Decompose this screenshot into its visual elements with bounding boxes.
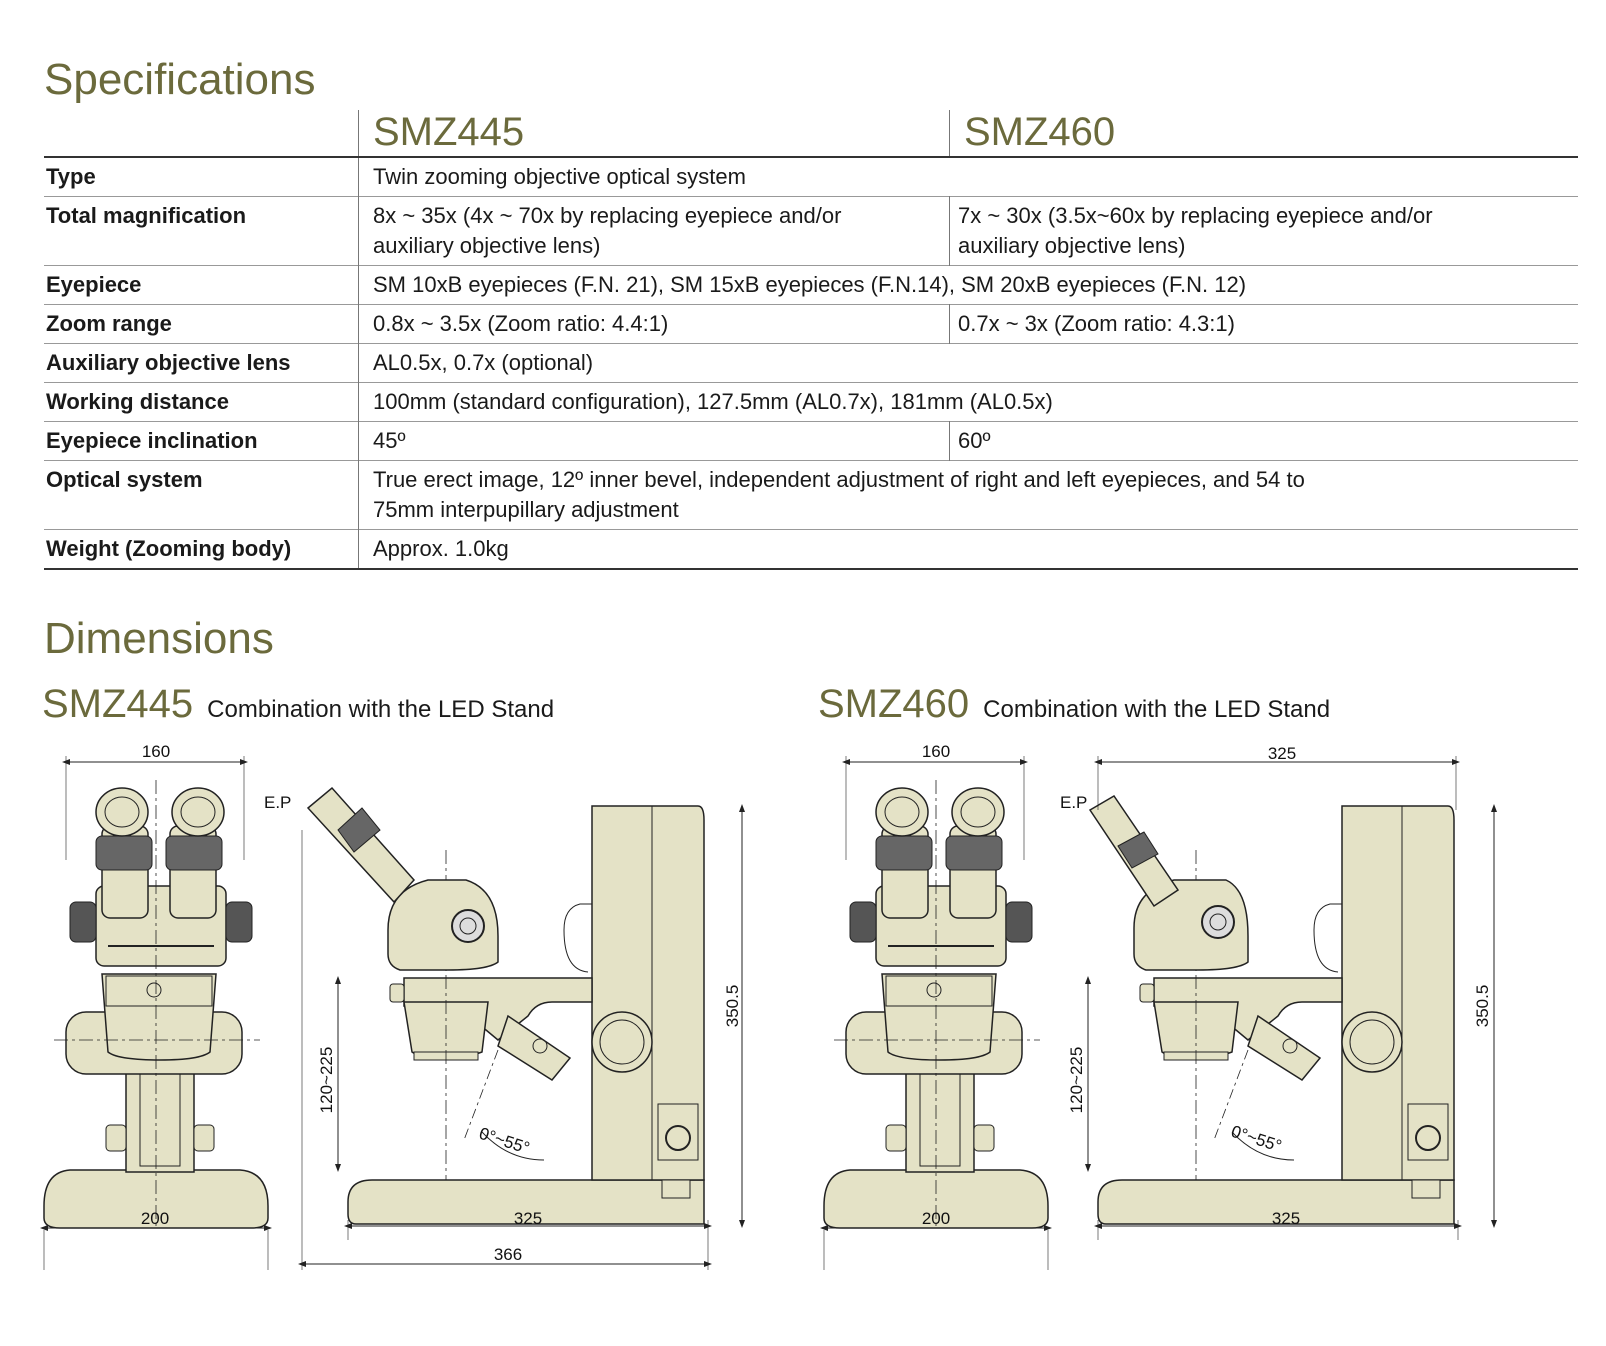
table-row: Zoom range 0.8x ~ 3.5x (Zoom ratio: 4.4:… [44,304,1578,344]
header-blank [44,110,359,157]
dim-366: 366 [494,1245,522,1264]
row-label: Total magnification [46,203,247,228]
dim-350-5: 350.5 [723,985,742,1028]
table-row: Eyepiece inclination 45º 60º [44,421,1578,461]
row-label: Auxiliary objective lens [46,350,291,375]
row-value-smz445: 8x ~ 35x (4x ~ 70x by replacing eyepiece… [358,196,950,266]
row-value-smz460: 7x ~ 30x (3.5x~60x by replacing eyepiece… [949,196,1578,266]
model-description: Combination with the LED Stand [983,696,1331,723]
table-row: Weight (Zooming body) Approx. 1.0kg [44,529,1578,569]
dim-200: 200 [141,1209,169,1228]
row-value: Approx. 1.0kg [358,529,1578,569]
dim-160: 160 [922,742,950,761]
dim-325: 325 [1272,1209,1300,1228]
specifications-table: SMZ445 SMZ460 Type Twin zooming objectiv… [44,110,1578,570]
ep-label: E.P [264,793,291,812]
dim-325-top: 325 [1268,744,1296,763]
row-value-smz460: 0.7x ~ 3x (Zoom ratio: 4.3:1) [949,304,1578,344]
row-label: Eyepiece inclination [46,428,258,453]
row-value-smz445: 45º [358,421,950,461]
row-label: Zoom range [46,311,172,336]
table-header-row: SMZ445 SMZ460 [44,110,1578,157]
table-row: Eyepiece SM 10xB eyepieces (F.N. 21), SM… [44,265,1578,305]
header-smz445: SMZ445 [358,110,950,157]
model-name: SMZ445 [42,682,194,726]
row-label: Eyepiece [46,272,142,297]
dim-height-range: 120~225 [1067,1047,1086,1114]
table-row: Auxiliary objective lens AL0.5x, 0.7x (o… [44,343,1578,383]
row-value: True erect image, 12º inner bevel, indep… [358,460,1578,530]
row-value-smz445: 0.8x ~ 3.5x (Zoom ratio: 4.4:1) [358,304,950,344]
subtitle-smz445: SMZ445 Combination with the LED Stand [42,682,554,727]
model-description: Combination with the LED Stand [207,696,555,723]
row-value: SM 10xB eyepieces (F.N. 21), SM 15xB eye… [358,265,1578,305]
model-name: SMZ460 [818,682,970,726]
row-value: Twin zooming objective optical system [358,157,1578,197]
smz445-side-view [306,786,705,1225]
table-row: Total magnification 8x ~ 35x (4x ~ 70x b… [44,196,1578,266]
subtitle-smz460: SMZ460 Combination with the LED Stand [818,682,1330,727]
table-row: Working distance 100mm (standard configu… [44,382,1578,422]
ep-label: E.P [1060,793,1087,812]
row-value: 100mm (standard configuration), 127.5mm … [358,382,1578,422]
dim-160: 160 [142,742,170,761]
smz460-front-view [823,779,1049,1231]
row-label: Optical system [46,467,203,492]
dim-325: 325 [514,1209,542,1228]
smz445-front-view [43,779,269,1231]
table-row: Type Twin zooming objective optical syst… [44,157,1578,197]
row-label: Working distance [46,389,229,414]
row-label: Type [46,164,96,189]
row-value-smz460: 60º [949,421,1578,461]
row-value: AL0.5x, 0.7x (optional) [358,343,1578,383]
dim-350-5: 350.5 [1473,985,1492,1028]
dimensions-title: Dimensions [44,614,274,663]
dim-height-range: 120~225 [317,1047,336,1114]
header-smz460: SMZ460 [949,110,1578,157]
dimension-drawings: 160 200 E.P 120~225 0°~55° 350.5 325 366… [40,742,1497,1270]
row-label: Weight (Zooming body) [46,536,292,561]
smz460-side-view [1088,794,1455,1225]
dim-200: 200 [922,1209,950,1228]
specifications-title: Specifications [44,55,316,104]
dim-angle: 0°~55° [477,1124,532,1158]
table-row: Optical system True erect image, 12º inn… [44,460,1578,530]
